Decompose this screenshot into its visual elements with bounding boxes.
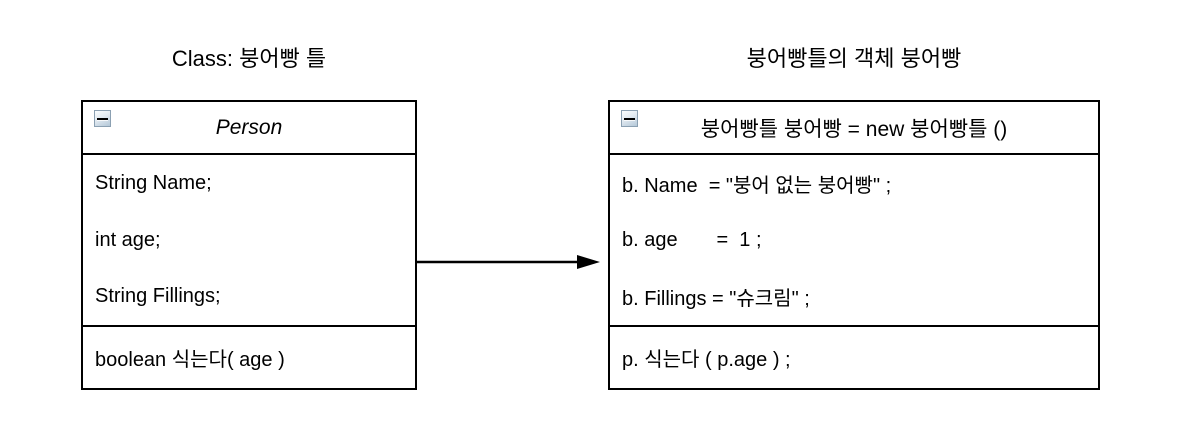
class-to-object-arrow (417, 255, 600, 269)
left-diagram-title: Class: 붕어빵 틀 (171, 46, 327, 71)
collapse-minus-icon[interactable] (621, 110, 638, 127)
assignment-row: b. Fillings = "슈크림" ; (622, 288, 810, 311)
object-assignments-section: b. Name = "붕어 없는 붕어빵" ; b. age = 1 ; b. … (610, 155, 1098, 327)
minus-glyph (624, 117, 635, 120)
minus-glyph (97, 117, 108, 120)
class-name-label: Person (215, 115, 283, 139)
field-row: int age; (95, 228, 161, 251)
collapse-minus-icon[interactable] (94, 110, 111, 127)
assignment-row: b. age = 1 ; (622, 228, 762, 251)
object-box-header: 붕어빵틀 붕어빵 = new 붕어빵틀 () (610, 102, 1098, 155)
class-box-person: Person String Name; int age; String Fill… (81, 100, 417, 390)
object-declaration-label: 붕어빵틀 붕어빵 = new 붕어빵틀 () (700, 117, 1008, 141)
class-box-header: Person (83, 102, 415, 155)
right-diagram-title: 붕어빵틀의 객체 붕어빵 (746, 46, 962, 71)
field-row: String Fillings; (95, 285, 221, 308)
field-row: String Name; (95, 171, 212, 194)
object-method-call-row: p. 식는다 ( p.age ) ; (622, 349, 791, 371)
assignment-row: b. Name = "붕어 없는 붕어빵" ; (622, 174, 892, 197)
class-fields-section: String Name; int age; String Fillings; (83, 155, 415, 327)
class-method-row: boolean 식는다( age ) (95, 349, 285, 371)
object-box-bungeoppang: 붕어빵틀 붕어빵 = new 붕어빵틀 () b. Name = "붕어 없는 … (608, 100, 1100, 390)
